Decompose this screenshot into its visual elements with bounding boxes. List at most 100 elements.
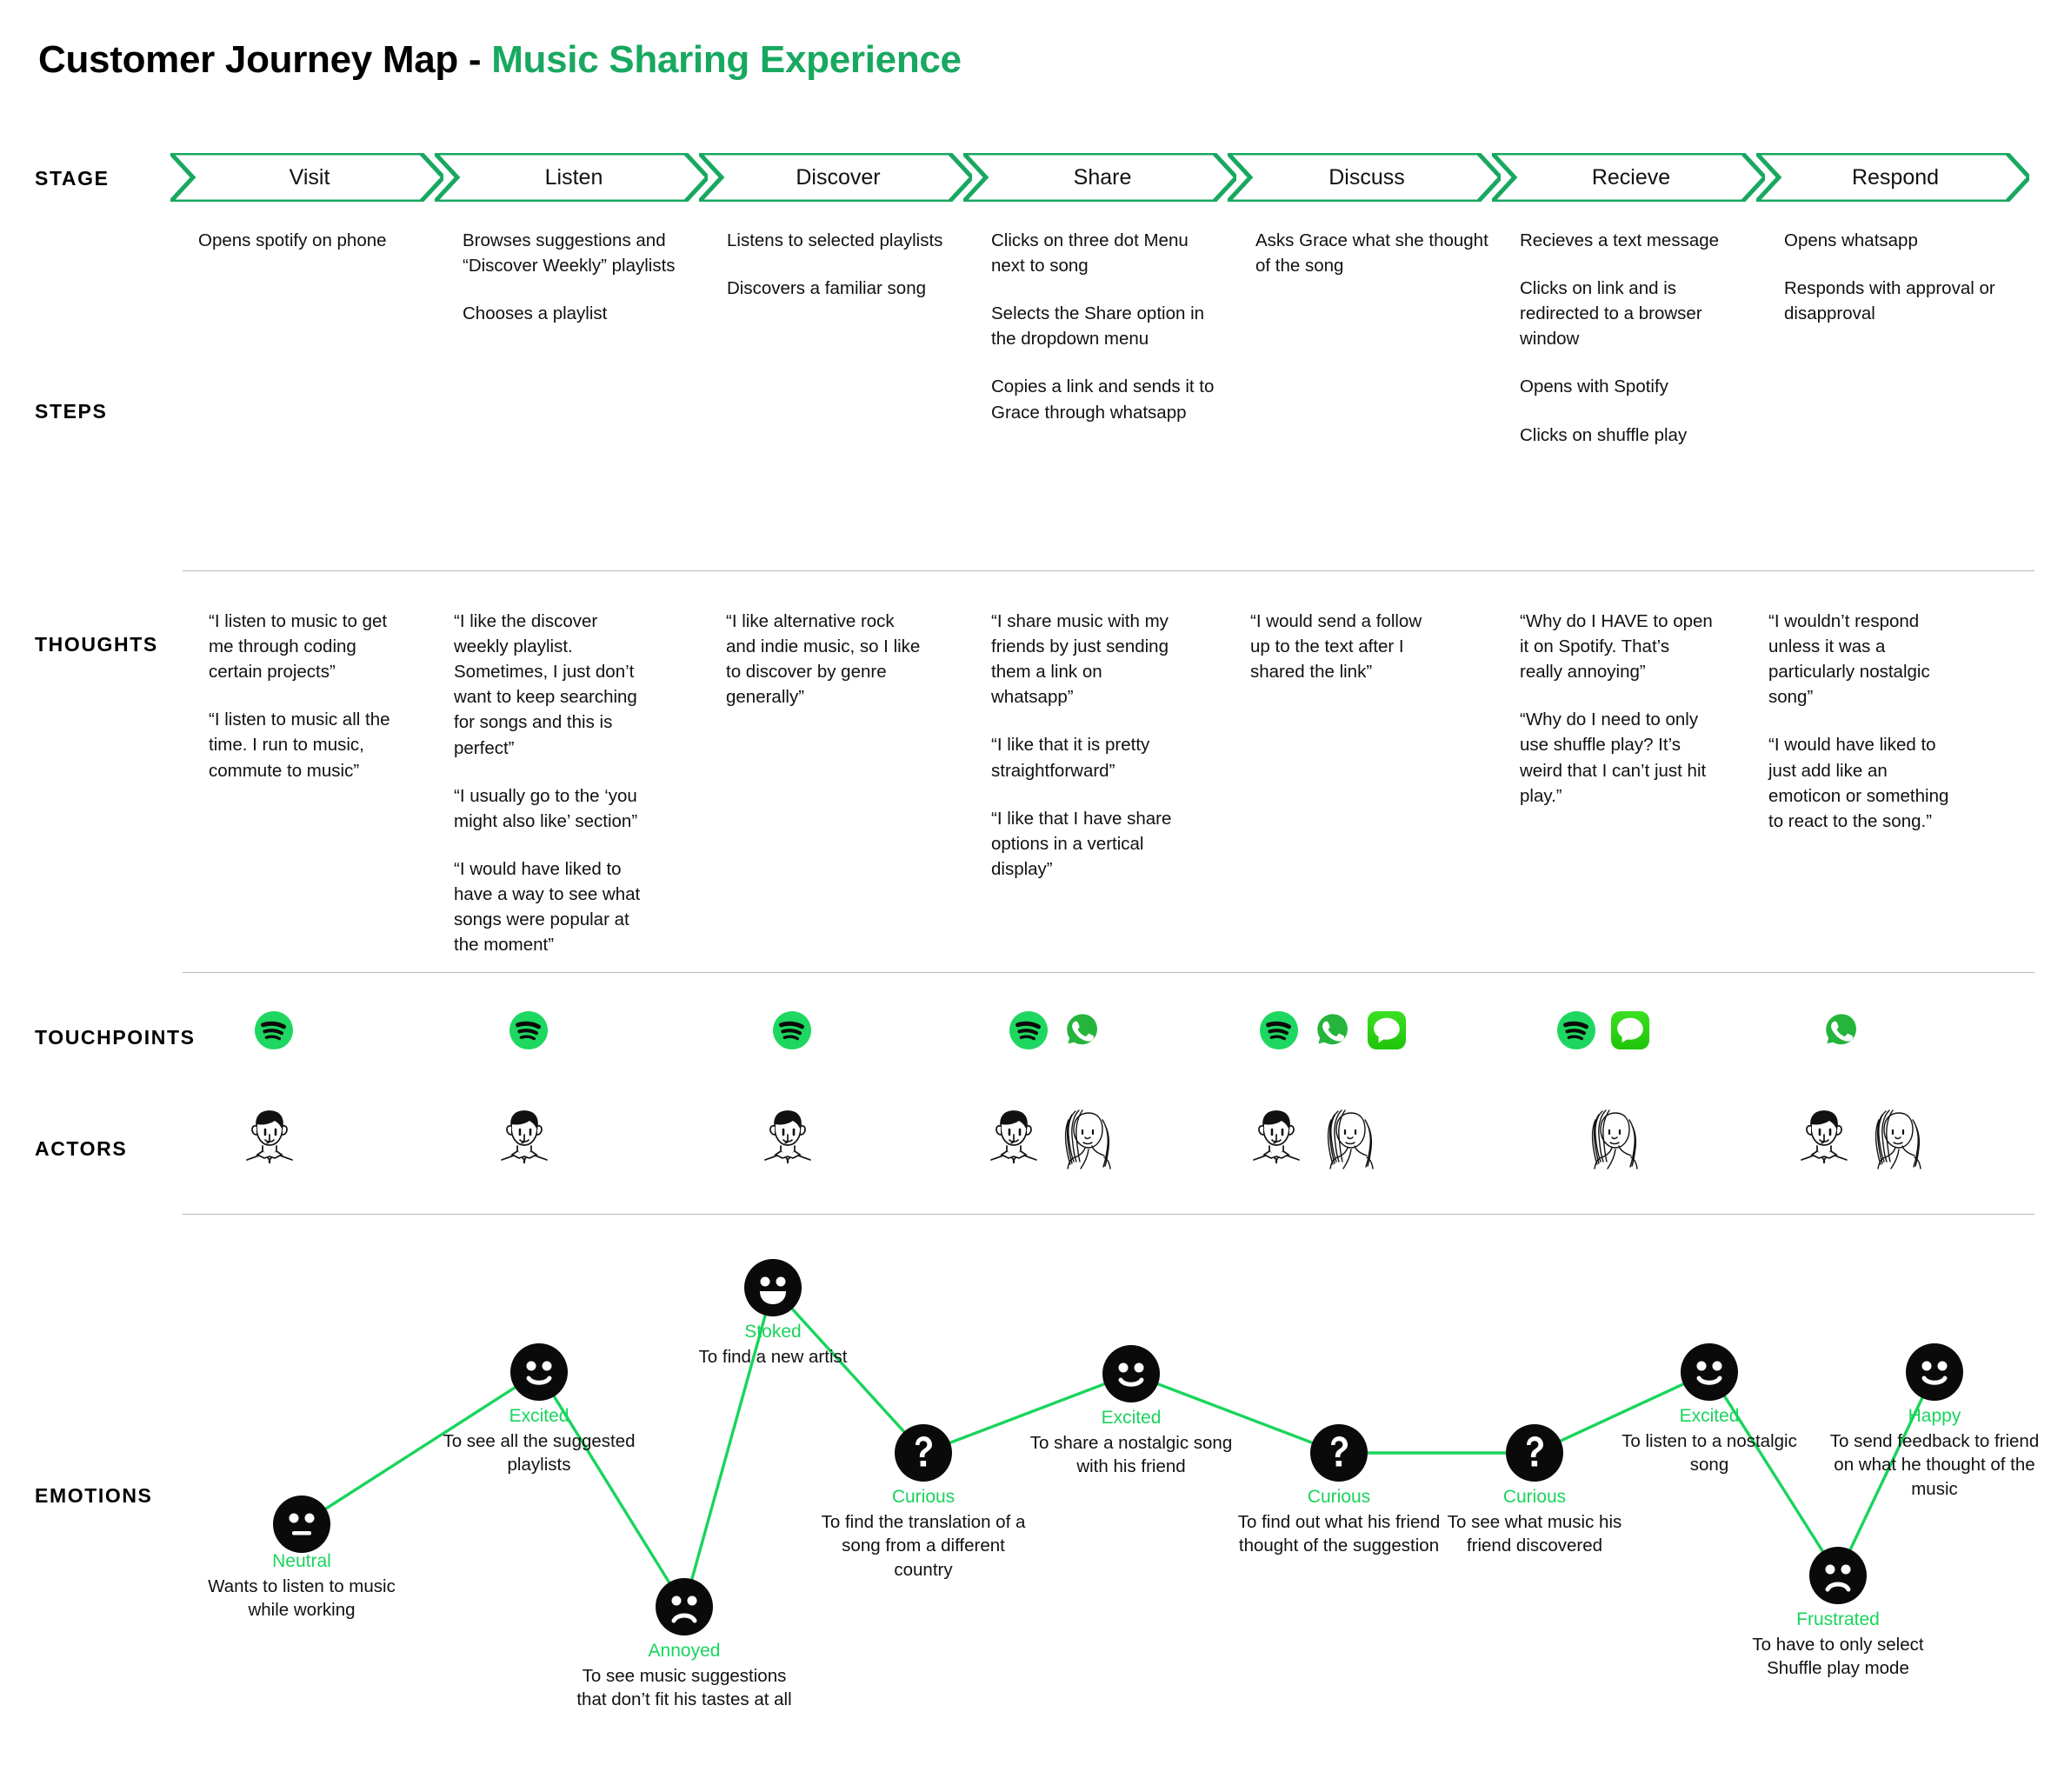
touchpoints-cell-discuss	[1259, 1010, 1407, 1050]
thoughts-cell-respond: “I wouldn’t respond unless it was a part…	[1768, 609, 1964, 834]
touchpoints-cell-listen	[509, 1010, 549, 1050]
emotion-connector	[683, 1287, 775, 1608]
row-label-emotions: EMOTIONS	[35, 1484, 153, 1507]
thought-quote: “I usually go to the ‘you might also lik…	[454, 785, 638, 831]
stage-label: Share	[1073, 164, 1132, 190]
emotion-connector	[301, 1370, 540, 1526]
divider-thoughts-touchpoints	[183, 972, 2034, 973]
actors-cell-discover	[755, 1103, 821, 1176]
touchpoints-cell-visit	[254, 1010, 294, 1050]
step-item: Asks Grace what she thought of the song	[1255, 230, 1488, 276]
male-avatar-icon	[990, 1110, 1037, 1164]
steps-cell-listen: Browses suggestions and “Discover Weekly…	[463, 228, 696, 326]
thought-quote: “Why do I HAVE to open it on Spotify. Th…	[1520, 611, 1713, 683]
thoughts-cell-recieve: “Why do I HAVE to open it on Spotify. Th…	[1520, 609, 1715, 809]
step-item: Clicks on three dot Menu next to song	[991, 230, 1189, 276]
page-title: Customer Journey Map - Music Sharing Exp…	[38, 38, 962, 82]
step-item: Browses suggestions and “Discover Weekly…	[463, 230, 676, 276]
touchpoints-cell-recieve	[1556, 1010, 1650, 1050]
row-label-steps: STEPS	[35, 400, 108, 423]
actors-cell-discuss	[1243, 1103, 1382, 1176]
emotion-connector	[922, 1372, 1132, 1455]
step-item: Copies a link and sends it to Grace thro…	[991, 376, 1215, 423]
actors-cell-share	[981, 1103, 1120, 1176]
stage-chevron-share[interactable]: Share	[963, 153, 1236, 202]
step-item: Discovers a familiar song	[727, 278, 926, 299]
row-label-touchpoints: TOUCHPOINTS	[35, 1026, 196, 1049]
steps-cell-visit: Opens spotify on phone	[198, 228, 431, 253]
page-title-accent: Music Sharing Experience	[491, 38, 962, 81]
step-item: Clicks on link and is redirected to a br…	[1520, 278, 1702, 350]
thoughts-cell-listen: “I like the discover weekly playlist. So…	[454, 609, 649, 957]
female-avatar-icon	[1327, 1109, 1374, 1169]
stage-chevron-discover[interactable]: Discover	[699, 153, 972, 202]
divider-actors-emotions	[183, 1214, 2034, 1215]
spotify-icon[interactable]	[1556, 1010, 1596, 1050]
step-item: Selects the Share option in the dropdown…	[991, 303, 1205, 350]
emotion-connector	[1836, 1371, 1936, 1576]
male-avatar-icon	[246, 1110, 293, 1164]
steps-cell-discuss: Asks Grace what she thought of the song	[1255, 228, 1488, 278]
female-avatar-icon	[1591, 1109, 1638, 1169]
actors-cell-recieve	[1581, 1103, 1647, 1176]
thoughts-cell-share: “I share music with my friends by just s…	[991, 609, 1187, 882]
emotion-connector	[1130, 1372, 1340, 1455]
step-item: Opens with Spotify	[1520, 376, 1668, 397]
thought-quote: “I listen to music to get me through cod…	[209, 611, 388, 683]
thought-quote: “I like that it is pretty straightforwar…	[991, 735, 1150, 781]
touchpoints-cell-share	[1009, 1010, 1102, 1050]
messages-icon[interactable]	[1367, 1010, 1407, 1050]
row-label-thoughts: THOUGHTS	[35, 633, 158, 656]
actors-cell-listen	[491, 1103, 557, 1176]
emotion-connector	[537, 1371, 686, 1608]
stage-label: Recieve	[1591, 164, 1671, 190]
stage-chevron-visit[interactable]: Visit	[170, 153, 443, 202]
thought-quote: “I listen to music all the time. I run t…	[209, 709, 390, 781]
stage-chevron-recieve[interactable]: Recieve	[1492, 153, 1765, 202]
male-avatar-icon	[1801, 1110, 1848, 1164]
stage-label: Visit	[289, 164, 330, 190]
stage-chevron-discuss[interactable]: Discuss	[1228, 153, 1501, 202]
thoughts-cell-discover: “I like alternative rock and indie music…	[726, 609, 926, 709]
spotify-icon[interactable]	[772, 1010, 812, 1050]
male-avatar-icon	[501, 1110, 548, 1164]
thought-quote: “I like alternative rock and indie music…	[726, 611, 921, 708]
thought-quote: “I would have liked to just add like an …	[1768, 735, 1949, 831]
step-item: Chooses a playlist	[463, 303, 608, 324]
touchpoints-cell-respond	[1821, 1010, 1861, 1050]
male-avatar-icon	[764, 1110, 811, 1164]
actors-cell-respond	[1791, 1103, 1930, 1176]
stage-label: Discover	[796, 164, 881, 190]
row-label-stage: STAGE	[35, 167, 110, 190]
stage-chevron-listen[interactable]: Listen	[435, 153, 708, 202]
spotify-icon[interactable]	[509, 1010, 549, 1050]
spotify-icon[interactable]	[254, 1010, 294, 1050]
step-item: Clicks on shuffle play	[1520, 424, 1688, 445]
divider-steps-thoughts	[183, 570, 2034, 571]
whatsapp-icon[interactable]	[1313, 1010, 1353, 1050]
emotion-connector	[1708, 1371, 1840, 1576]
touchpoints-cell-discover	[772, 1010, 812, 1050]
stage-chevron-respond[interactable]: Respond	[1756, 153, 2029, 202]
step-item: Opens spotify on phone	[198, 230, 387, 250]
thought-quote: “Why do I need to only use shuffle play?…	[1520, 709, 1707, 806]
row-label-actors: ACTORS	[35, 1137, 128, 1160]
stage-label: Discuss	[1329, 164, 1405, 190]
female-avatar-icon	[1875, 1109, 1921, 1169]
female-avatar-icon	[1064, 1109, 1111, 1169]
spotify-icon[interactable]	[1009, 1010, 1049, 1050]
whatsapp-icon[interactable]	[1062, 1010, 1102, 1050]
spotify-icon[interactable]	[1259, 1010, 1299, 1050]
step-item: Opens whatsapp	[1784, 230, 1918, 250]
thought-quote: “I like that I have share options in a v…	[991, 808, 1172, 879]
step-item: Listens to selected playlists	[727, 230, 943, 250]
whatsapp-icon[interactable]	[1821, 1010, 1861, 1050]
step-item: Responds with approval or disapproval	[1784, 278, 1995, 324]
thoughts-cell-visit: “I listen to music to get me through cod…	[209, 609, 404, 783]
thoughts-cell-discuss: “I would send a follow up to the text af…	[1250, 609, 1446, 684]
messages-icon[interactable]	[1610, 1010, 1650, 1050]
